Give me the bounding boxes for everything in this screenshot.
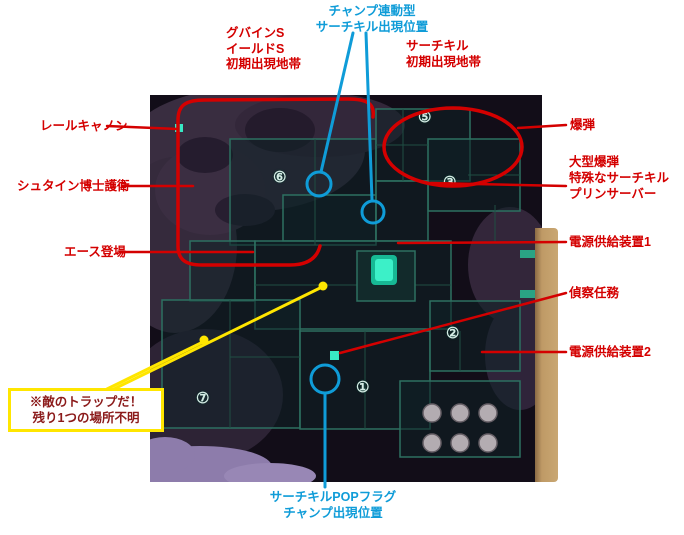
label-searchkill-initial-zone: サーチキル 初期出現地帯 xyxy=(406,39,482,69)
label-searchkill-pop-flag: サーチキルPOPフラグ チャンプ出現位置 xyxy=(269,490,397,520)
map-marker-7: ⑦ xyxy=(196,390,210,407)
game-map xyxy=(113,88,555,489)
label-gubain-initial-zone: グバインS イールドS 初期出現地帯 xyxy=(226,26,302,71)
label-stein-escort: シュタイン博士護衛 xyxy=(17,179,130,193)
map-marker-2: ② xyxy=(446,325,460,342)
label-recon-mission: 偵察任務 xyxy=(569,286,620,300)
map-marker-3: ③ xyxy=(443,174,457,191)
sand-edge-area xyxy=(535,228,558,482)
map-marker-5: ⑤ xyxy=(418,109,432,126)
door-marker-rail-cannon xyxy=(175,124,183,132)
label-rail-cannon: レールキャノン xyxy=(40,119,128,133)
label-ace-appears: エース登場 xyxy=(64,245,126,259)
label-power-supply-1: 電源供給装置1 xyxy=(569,235,651,249)
map-marker-1: ① xyxy=(356,379,370,396)
label-champ-linked-spawn: チャンプ連動型 サーチキル出現位置 xyxy=(315,4,429,34)
label-large-bomb-group: 大型爆弾 特殊なサーチキル プリンサーバー xyxy=(569,155,670,201)
label-bomb: 爆弾 xyxy=(570,118,596,132)
label-power-supply-2: 電源供給装置2 xyxy=(569,345,651,359)
trap-warning-box: ※敵のトラップだ！ 残り1つの場所不明 xyxy=(8,388,164,432)
door-marker-recon xyxy=(330,351,339,360)
map-marker-6: ⑥ xyxy=(273,169,287,186)
map-artwork xyxy=(113,88,555,489)
generator-dots xyxy=(422,403,498,453)
